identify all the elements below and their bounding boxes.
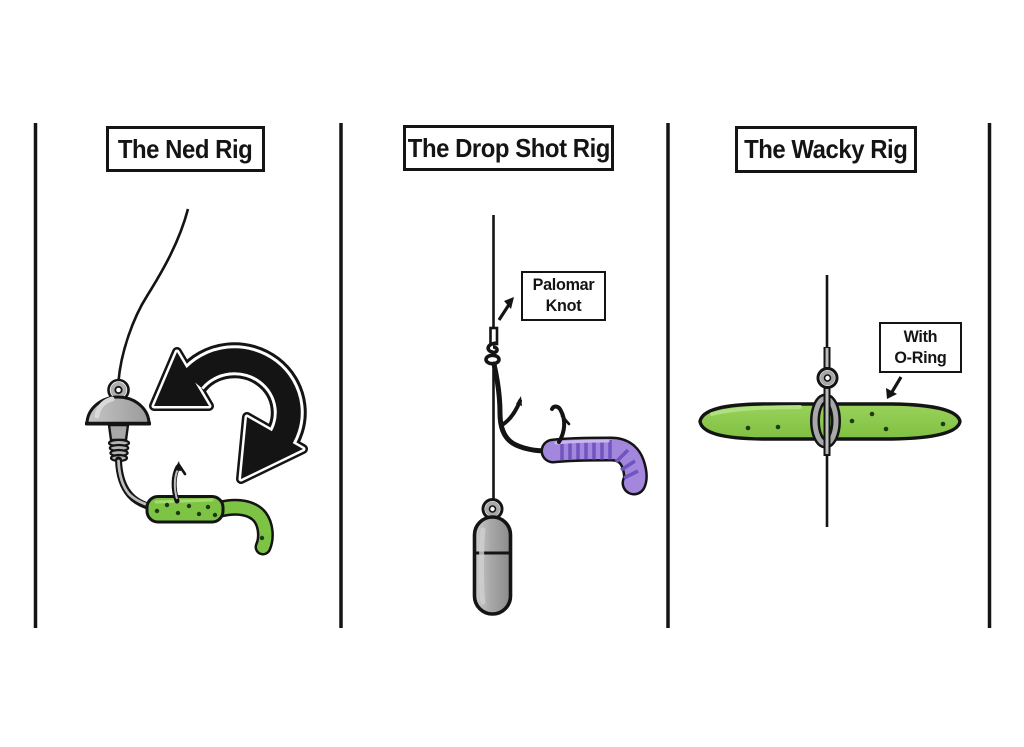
jig-eye	[107, 378, 130, 402]
drop-shot-weight	[472, 498, 513, 616]
ned-rig-title: The Ned Rig	[118, 133, 253, 164]
mushroom-jig-head	[85, 395, 151, 442]
palomar-pointer-arrow	[497, 297, 514, 321]
soft-plastic-bait	[145, 461, 274, 556]
bait-keeper-coils	[107, 438, 131, 463]
ned-rig-title-box: The Ned Rig	[106, 126, 265, 172]
panel-divider-lines	[33, 123, 992, 628]
hook-point-through-worm	[550, 404, 571, 444]
wacky-hook-eye	[816, 367, 839, 389]
wacky-rig-title-box: The Wacky Rig	[735, 126, 917, 173]
oring-label: With O-Ring	[894, 326, 947, 367]
worm-dots	[745, 411, 946, 432]
bait-dots	[154, 502, 218, 518]
oring-label-box: With O-Ring	[879, 322, 962, 373]
jig-collar-neck	[107, 423, 130, 442]
fishing-line	[117, 208, 190, 382]
drop-shot-hook	[491, 361, 550, 454]
palomar-knot-label-box: Palomar Knot	[521, 271, 606, 321]
worm-ribs	[560, 440, 639, 480]
drop-shot-rig-illustration	[472, 215, 648, 616]
rotation-arrow	[149, 342, 308, 484]
finesse-worm	[540, 404, 648, 496]
wacky-rig-title: The Wacky Rig	[744, 134, 908, 164]
hook-point	[171, 461, 187, 504]
palomar-knot	[484, 341, 501, 366]
ned-rig-illustration	[85, 208, 308, 556]
wacky-rig-illustration	[698, 275, 962, 527]
drop-shot-rig-title: The Drop Shot Rig	[407, 132, 610, 163]
oring-pointer-arrow	[886, 376, 903, 399]
drop-shot-rig-title-box: The Drop Shot Rig	[403, 125, 614, 171]
palomar-knot-label: Palomar Knot	[532, 275, 595, 315]
